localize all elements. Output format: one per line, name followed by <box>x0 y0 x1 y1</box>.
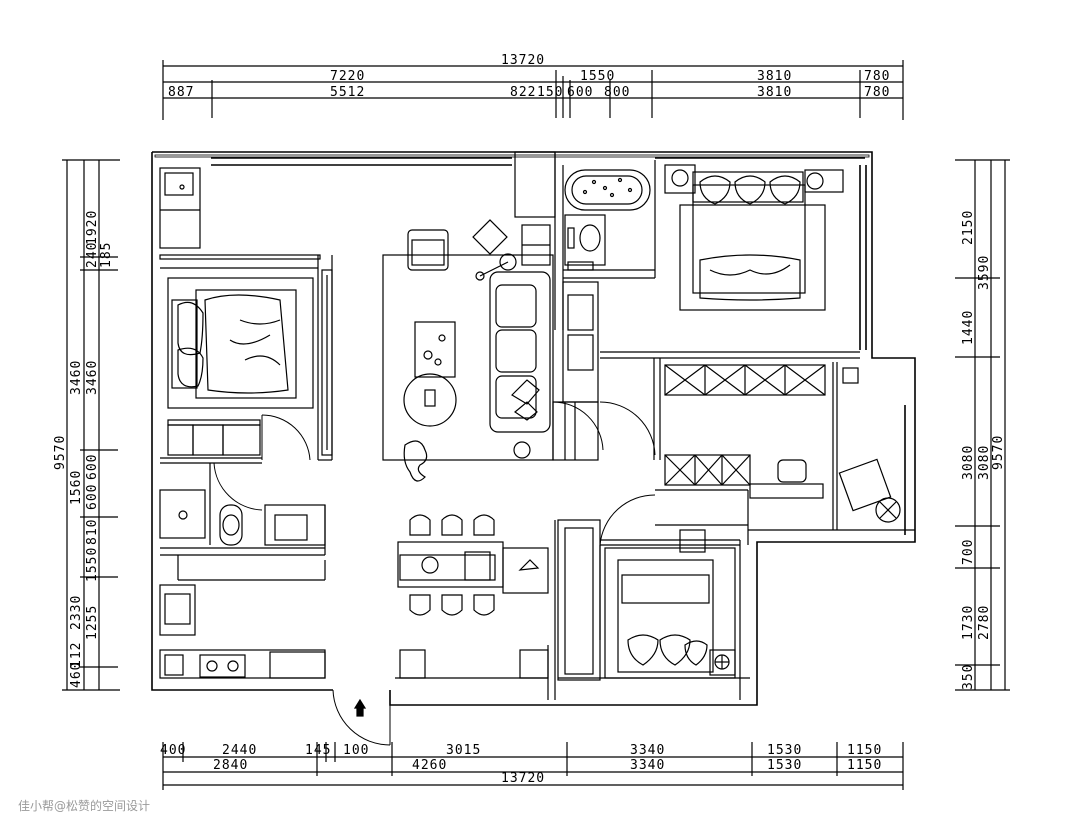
dim-bottom-row1: 3015 <box>446 743 481 758</box>
dim-right-total: 9570 <box>991 435 1006 470</box>
interior-walls <box>159 151 915 700</box>
bedroom-bottom-right <box>604 529 736 679</box>
dim-top-row2: 780 <box>864 85 890 100</box>
dim-left-inner: 810 <box>85 519 100 545</box>
dim-left-inner: 600 <box>85 484 100 510</box>
dim-bottom-row1: 145 <box>305 743 331 758</box>
dim-bottom-row1: 100 <box>343 743 369 758</box>
dim-top-row2: 822 <box>510 85 536 100</box>
dim-bottom-row2: 2840 <box>213 758 248 773</box>
dim-bottom-row1: 1150 <box>847 743 882 758</box>
dim-top-row2: 800 <box>604 85 630 100</box>
dim-left-inner: 1920 <box>85 210 100 245</box>
dim-top-row1: 1550 <box>580 69 615 84</box>
dim-bottom-row1: 400 <box>160 743 186 758</box>
dim-left-outer: 112 <box>69 642 84 668</box>
dim-left-inner: 3460 <box>85 360 100 395</box>
master-bedroom <box>664 164 844 311</box>
dim-right-inner: 700 <box>961 539 976 565</box>
dim-top-row1: 7220 <box>330 69 365 84</box>
dim-top-row2: 600 <box>567 85 593 100</box>
exterior-walls <box>151 151 916 706</box>
dim-left-outer: 2330 <box>69 595 84 630</box>
tv-cabinet <box>552 281 599 461</box>
study <box>664 364 901 523</box>
dim-right-outer: 2780 <box>977 605 992 640</box>
dim-right-inner: 350 <box>961 664 976 690</box>
dim-top-row1: 780 <box>864 69 890 84</box>
dim-left-inner: 240 <box>85 242 100 268</box>
kitchen <box>159 584 326 679</box>
dim-right-inner: 2150 <box>961 210 976 245</box>
dim-top-row2: 887 <box>168 85 194 100</box>
dim-left-outer: 3460 <box>69 360 84 395</box>
dim-bottom-row2: 3340 <box>630 758 665 773</box>
dim-right-outer: 3080 <box>961 445 976 480</box>
watermark: 佳小帮@松赞的空间设计 <box>18 799 151 813</box>
dim-bottom-row2: 1150 <box>847 758 882 773</box>
dim-left-outer: 460 <box>69 662 84 688</box>
dim-top-row2: 5512 <box>330 85 365 100</box>
dim-left-inner: 185 <box>99 242 114 268</box>
dim-bottom-row2: 4260 <box>412 758 447 773</box>
bathroom-right <box>564 169 651 271</box>
utility-top-left <box>159 167 201 249</box>
dim-top-row2: 150 <box>537 85 563 100</box>
dim-right-inner: 3080 <box>977 445 992 480</box>
dim-top-row2: 3810 <box>757 85 792 100</box>
dim-bottom-total: 13720 <box>501 771 545 786</box>
dim-top-total: 13720 <box>501 53 545 68</box>
dim-bottom-row1: 1530 <box>767 743 802 758</box>
dim-left-inner: 1255 <box>85 605 100 640</box>
entrance-arrow-icon <box>353 698 367 717</box>
dim-bottom-row2: 1530 <box>767 758 802 773</box>
dim-left-outer: 1560 <box>69 470 84 505</box>
dining-area <box>397 514 549 616</box>
dim-bottom-row1: 2440 <box>222 743 257 758</box>
dim-top-row1: 3810 <box>757 69 792 84</box>
dim-left-inner: 1550 <box>85 547 100 582</box>
dim-bottom-row1: 3340 <box>630 743 665 758</box>
doors <box>213 401 656 746</box>
dimension-lines <box>62 60 1010 790</box>
dimension-labels: 13720 7220 1550 3810 780 887 5512 822 15… <box>53 53 1006 786</box>
dim-right-inner: 1440 <box>961 310 976 345</box>
bedroom-left <box>167 269 333 456</box>
dim-right-outer: 3590 <box>977 255 992 290</box>
bathroom-left <box>159 489 326 546</box>
dim-left-inner: 600 <box>85 454 100 480</box>
dim-left-total: 9570 <box>53 435 68 470</box>
living-room <box>382 219 554 482</box>
dim-right-inner: 1730 <box>961 605 976 640</box>
